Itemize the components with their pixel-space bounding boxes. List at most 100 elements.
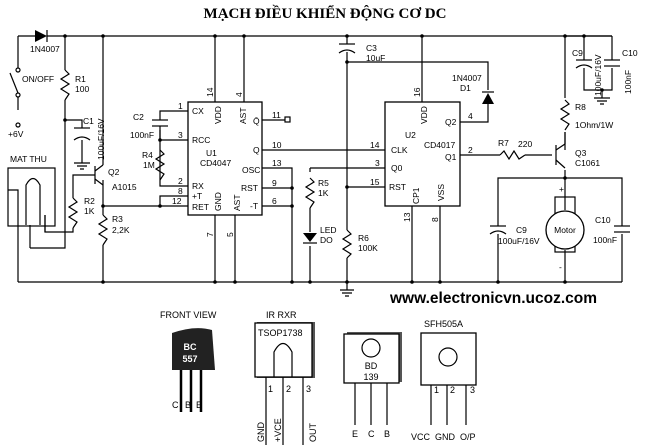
svg-text:CP1: CP1 xyxy=(411,187,421,204)
r7-name: R7 xyxy=(498,138,509,148)
led-name: LED xyxy=(320,225,337,235)
diode-label: 1N4007 xyxy=(30,44,60,54)
bc557-pinout: FRONT VIEW BC 557 C B E xyxy=(160,310,217,412)
c3-name: C3 xyxy=(366,43,377,53)
website-url[interactable]: www.electronicvn.ucoz.com xyxy=(389,290,597,307)
capacitor-c9-icon xyxy=(489,225,507,235)
wires xyxy=(8,35,623,290)
test-point xyxy=(284,116,291,123)
c2-name: C2 xyxy=(133,112,144,122)
svg-text:AST: AST xyxy=(238,107,248,124)
q2-value: A1015 xyxy=(112,182,137,192)
q3-name: Q3 xyxy=(575,148,587,158)
svg-text:15: 15 xyxy=(370,177,380,187)
capacitor-c1-icon xyxy=(73,127,91,170)
svg-text:+T: +T xyxy=(192,191,202,201)
svg-text:IR RXR: IR RXR xyxy=(266,310,297,320)
r2-name: R2 xyxy=(84,196,95,206)
svg-text:7: 7 xyxy=(205,232,215,237)
r5-value: 1K xyxy=(318,188,329,198)
motor-icon xyxy=(545,210,585,250)
bd139-pinout: BD 139 E C B xyxy=(343,332,402,439)
svg-text:1: 1 xyxy=(268,384,273,394)
resistor-r4-icon xyxy=(154,149,166,181)
svg-text:3: 3 xyxy=(306,384,311,394)
c9-top-name: C9 xyxy=(572,48,583,58)
u2-name: U2 xyxy=(405,130,416,140)
svg-text:OSC: OSC xyxy=(242,165,260,175)
svg-text:12: 12 xyxy=(172,196,182,206)
svg-text:1: 1 xyxy=(434,385,439,395)
motor-minus: - xyxy=(559,262,562,272)
switch-icon[interactable] xyxy=(9,67,21,98)
c10-top-value: 100nF xyxy=(623,70,633,94)
svg-text:B: B xyxy=(384,429,390,439)
r2-value: 1K xyxy=(84,206,95,216)
svg-text:C: C xyxy=(368,429,375,439)
r1-value: 100 xyxy=(75,84,89,94)
svg-text:-T: -T xyxy=(250,201,258,211)
r4-value: 1M xyxy=(143,160,155,170)
svg-text:2: 2 xyxy=(450,385,455,395)
sensor-box xyxy=(7,167,56,227)
svg-text:4: 4 xyxy=(468,111,473,121)
svg-text:Q0: Q0 xyxy=(391,163,403,173)
u1-name: U1 xyxy=(206,148,217,158)
svg-text:Q̄: Q̄ xyxy=(253,116,260,126)
svg-text:RST: RST xyxy=(389,182,406,192)
svg-text:VSS: VSS xyxy=(436,184,446,201)
r3-value: 2,2K xyxy=(112,225,130,235)
sfh505a-pinout: SFH505A 1 2 3 VCC GND O/P xyxy=(411,319,477,442)
svg-text:14: 14 xyxy=(205,87,215,97)
switch-label: ON/OFF xyxy=(22,74,54,84)
svg-text:13: 13 xyxy=(272,158,282,168)
tsop1738-pinout: IR RXR TSOP1738 1 2 3 GND +VCE OUT xyxy=(254,310,318,445)
q2-name: Q2 xyxy=(108,167,120,177)
svg-text:GND: GND xyxy=(213,192,223,211)
svg-text:FRONT VIEW: FRONT VIEW xyxy=(160,310,217,320)
q3-value: C1061 xyxy=(575,158,600,168)
capacitor-c10-icon xyxy=(614,225,630,233)
resistor-r5-icon xyxy=(304,177,316,209)
svg-text:GND: GND xyxy=(256,422,266,443)
svg-text:8: 8 xyxy=(178,186,183,196)
supply-label: +6V xyxy=(8,129,24,139)
svg-text:SFH505A: SFH505A xyxy=(424,319,463,329)
svg-text:CLK: CLK xyxy=(391,145,408,155)
svg-text:557: 557 xyxy=(182,354,197,364)
r4-name: R4 xyxy=(142,150,153,160)
svg-text:16: 16 xyxy=(412,87,422,97)
svg-text:VDD: VDD xyxy=(213,106,223,124)
r6-name: R6 xyxy=(358,233,369,243)
svg-text:2: 2 xyxy=(178,176,183,186)
svg-text:VDD: VDD xyxy=(419,106,429,124)
resistor-r1-icon xyxy=(59,69,71,101)
c10-value: 100nF xyxy=(593,235,617,245)
svg-text:4: 4 xyxy=(234,92,244,97)
svg-text:13: 13 xyxy=(402,212,412,222)
svg-text:C: C xyxy=(172,400,179,410)
svg-text:Q1: Q1 xyxy=(445,152,457,162)
ground-icon xyxy=(594,97,610,105)
u2-value: CD4017 xyxy=(424,140,455,150)
diagram-title: MẠCH ĐIỀU KHIỂN ĐỘNG CƠ DC xyxy=(204,4,447,22)
junction-dots xyxy=(63,34,604,284)
resistor-r7-icon xyxy=(499,149,526,161)
r8-value: 1Ohm/1W xyxy=(575,120,613,130)
svg-text:1: 1 xyxy=(178,101,183,111)
capacitor-c2-icon xyxy=(152,119,168,127)
capacitor-c10-top-icon xyxy=(604,59,620,67)
svg-text:RET: RET xyxy=(192,202,209,212)
svg-text:BD: BD xyxy=(365,361,378,371)
transistor-q2-icon xyxy=(94,164,104,186)
transistor-q3-icon xyxy=(555,132,566,169)
c3-value: 10uF xyxy=(366,53,385,63)
ic-u2 xyxy=(384,101,461,207)
ground-icon xyxy=(340,289,354,297)
c10-name: C10 xyxy=(595,215,611,225)
diode-icon xyxy=(35,30,47,42)
svg-text:E: E xyxy=(196,400,202,410)
r7-value: 220 xyxy=(518,139,532,149)
